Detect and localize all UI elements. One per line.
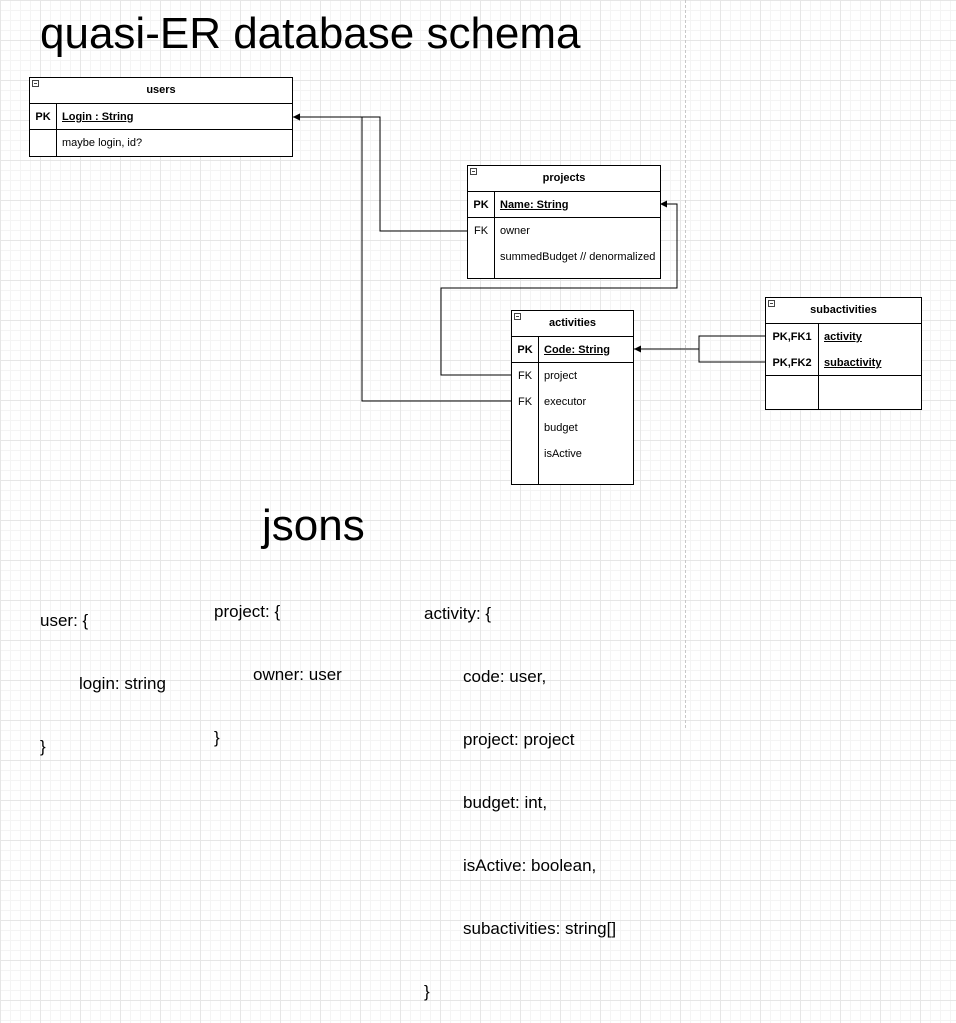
- projects-table[interactable]: projects PK Name: String FK owner summed…: [467, 165, 661, 279]
- json-field-line: project: project: [463, 730, 575, 749]
- json-close-line: }: [424, 982, 430, 1001]
- table-row: FK executor: [512, 389, 633, 415]
- activities-table-name: activities: [548, 317, 597, 329]
- key-divider: [56, 104, 57, 156]
- collapse-icon[interactable]: [470, 168, 477, 175]
- key-cell: PK: [35, 111, 51, 123]
- key-cell: [468, 244, 494, 270]
- key-cell: FK: [517, 396, 533, 408]
- table-row: PK Name: String: [468, 192, 660, 218]
- key-cell: [512, 415, 538, 441]
- table-row: PK,FK2 subactivity: [766, 350, 921, 376]
- key-divider: [494, 192, 495, 278]
- key-cell: FK: [473, 225, 489, 237]
- key-divider: [818, 324, 819, 409]
- json-field-line: subactivities: string[]: [463, 919, 617, 938]
- table-row: FK owner: [468, 218, 660, 244]
- relationship-connectors: [293, 113, 765, 402]
- users-table-header: users: [30, 78, 292, 104]
- json-field-line: login: string: [79, 674, 166, 693]
- connector-subactivities-activity-to-activities: [634, 335, 765, 353]
- users-table-name: users: [146, 84, 176, 96]
- connector-subactivities-subactivity-to-activities: [698, 349, 765, 363]
- users-table[interactable]: users PK Login : String maybe login, id?: [29, 77, 293, 157]
- table-row: maybe login, id?: [30, 130, 292, 156]
- subactivities-table[interactable]: subactivities PK,FK1 activity PK,FK2 sub…: [765, 297, 922, 410]
- table-row: PK,FK1 activity: [766, 324, 921, 350]
- field-cell: activity: [824, 331, 862, 343]
- table-row: PK Code: String: [512, 337, 633, 363]
- json-open-line: user: {: [40, 611, 89, 630]
- field-cell: executor: [544, 396, 587, 408]
- field-cell: maybe login, id?: [62, 137, 143, 149]
- diagram-title: quasi-ER database schema: [40, 9, 581, 58]
- table-row: summedBudget // denormalized: [468, 244, 660, 270]
- json-field-line: code: user,: [463, 667, 547, 686]
- json-user-block: user: { login: string }: [40, 568, 166, 778]
- table-row: FK project: [512, 363, 633, 389]
- jsons-title: jsons: [262, 501, 365, 550]
- projects-table-header: projects: [468, 166, 660, 192]
- field-cell: isActive: [544, 448, 582, 460]
- collapse-icon[interactable]: [514, 313, 521, 320]
- key-cell: [30, 130, 56, 156]
- connector-projects-owner-to-users: [293, 113, 467, 232]
- table-row: PK Login : String: [30, 104, 292, 130]
- json-open-line: project: {: [214, 602, 281, 621]
- key-cell: PK,FK1: [772, 331, 812, 343]
- key-cell: [512, 441, 538, 467]
- field-cell: Name: String: [500, 199, 569, 211]
- collapse-icon[interactable]: [768, 300, 775, 307]
- connector-activities-executor-to-users: [293, 113, 511, 402]
- json-close-line: }: [40, 737, 46, 756]
- field-cell: Login : String: [62, 111, 134, 123]
- connector-activities-project-to-projects: [440, 200, 678, 376]
- field-cell: summedBudget // denormalized: [500, 251, 656, 263]
- field-cell: budget: [544, 422, 578, 434]
- field-cell: subactivity: [824, 357, 882, 369]
- json-open-line: activity: {: [424, 604, 492, 623]
- key-divider: [538, 337, 539, 484]
- json-project-block: project: { owner: user }: [214, 559, 342, 769]
- subactivities-table-name: subactivities: [810, 304, 877, 316]
- field-cell: project: [544, 370, 578, 382]
- json-activity-block: activity: { code: user, project: project…: [424, 561, 616, 1023]
- subactivities-table-header: subactivities: [766, 298, 921, 324]
- key-cell: PK: [473, 199, 489, 211]
- field-cell: owner: [500, 225, 530, 237]
- key-cell: FK: [517, 370, 533, 382]
- json-close-line: }: [214, 728, 220, 747]
- json-field-line: isActive: boolean,: [463, 856, 597, 875]
- key-cell: PK: [517, 344, 533, 356]
- collapse-icon[interactable]: [32, 80, 39, 87]
- json-field-line: owner: user: [253, 665, 342, 684]
- page-break-line: [685, 0, 686, 728]
- table-row: isActive: [512, 441, 633, 467]
- projects-table-name: projects: [542, 172, 586, 184]
- table-row: budget: [512, 415, 633, 441]
- activities-table[interactable]: activities PK Code: String FK project FK…: [511, 310, 634, 485]
- field-cell: Code: String: [544, 344, 610, 356]
- json-field-line: budget: int,: [463, 793, 548, 812]
- key-cell: PK,FK2: [772, 357, 812, 369]
- activities-table-header: activities: [512, 311, 633, 337]
